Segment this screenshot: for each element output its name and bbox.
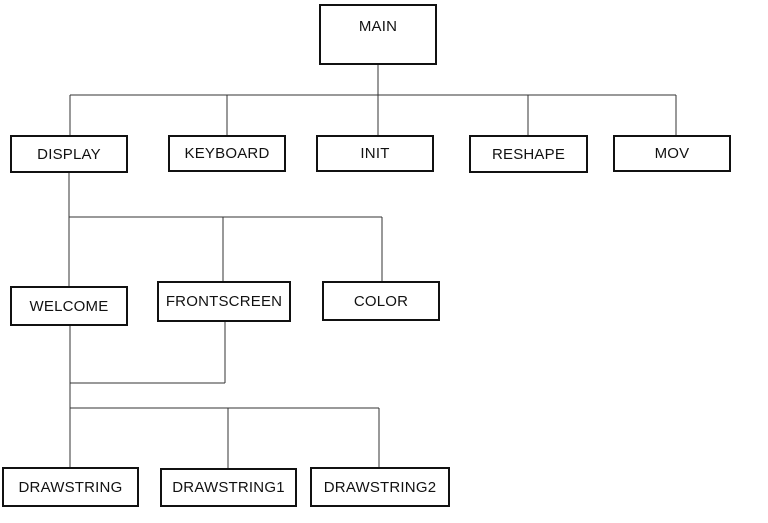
drawstring-node: DRAWSTRING — [2, 467, 139, 507]
welcome-node: WELCOME — [10, 286, 128, 326]
init-node: INIT — [316, 135, 434, 172]
main-node: MAIN — [319, 4, 437, 65]
keyboard-node: KEYBOARD — [168, 135, 286, 172]
display-node: DISPLAY — [10, 135, 128, 173]
frontscreen-node: FRONTSCREEN — [157, 281, 291, 322]
mov-node: MOV — [613, 135, 731, 172]
reshape-node: RESHAPE — [469, 135, 588, 173]
color-node: COLOR — [322, 281, 440, 321]
drawstring2-node: DRAWSTRING2 — [310, 467, 450, 507]
drawstring1-node: DRAWSTRING1 — [160, 468, 297, 507]
